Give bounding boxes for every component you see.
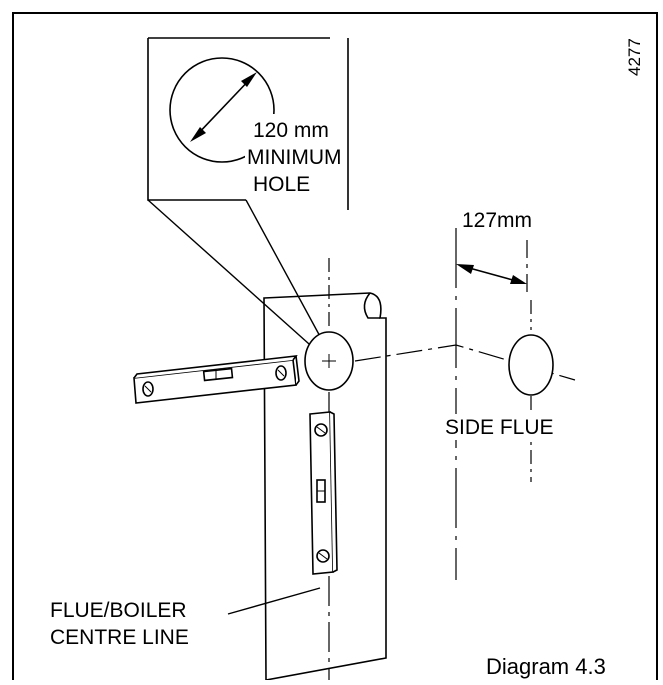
centre-line-label-1: FLUE/BOILER [50, 599, 187, 622]
figure-id: 4277 [625, 38, 644, 76]
callout-box [147, 37, 349, 353]
figure-border [12, 12, 658, 685]
centre-line-leader [227, 587, 321, 615]
diagram-caption: Diagram 4.3 [486, 654, 606, 679]
side-flue-label: SIDE FLUE [445, 416, 554, 439]
spirit-level-vertical [309, 411, 338, 575]
dimension-label: 127mm [462, 209, 532, 232]
arrow-head-icon [510, 275, 527, 284]
side-flue-hole [508, 300, 554, 482]
callout-line-2: MINIMUM [247, 146, 341, 169]
centre-line-label-2: CENTRE LINE [50, 626, 189, 649]
callout-line-1: 120 mm [253, 119, 329, 142]
arrow-head-icon [241, 72, 257, 87]
flue-hole [304, 258, 354, 391]
dimension-127mm [455, 228, 528, 580]
callout-line-3: HOLE [253, 173, 310, 196]
arrow-head-icon [456, 264, 474, 274]
spirit-level-horizontal [133, 354, 300, 404]
arrow-head-icon [190, 127, 206, 142]
